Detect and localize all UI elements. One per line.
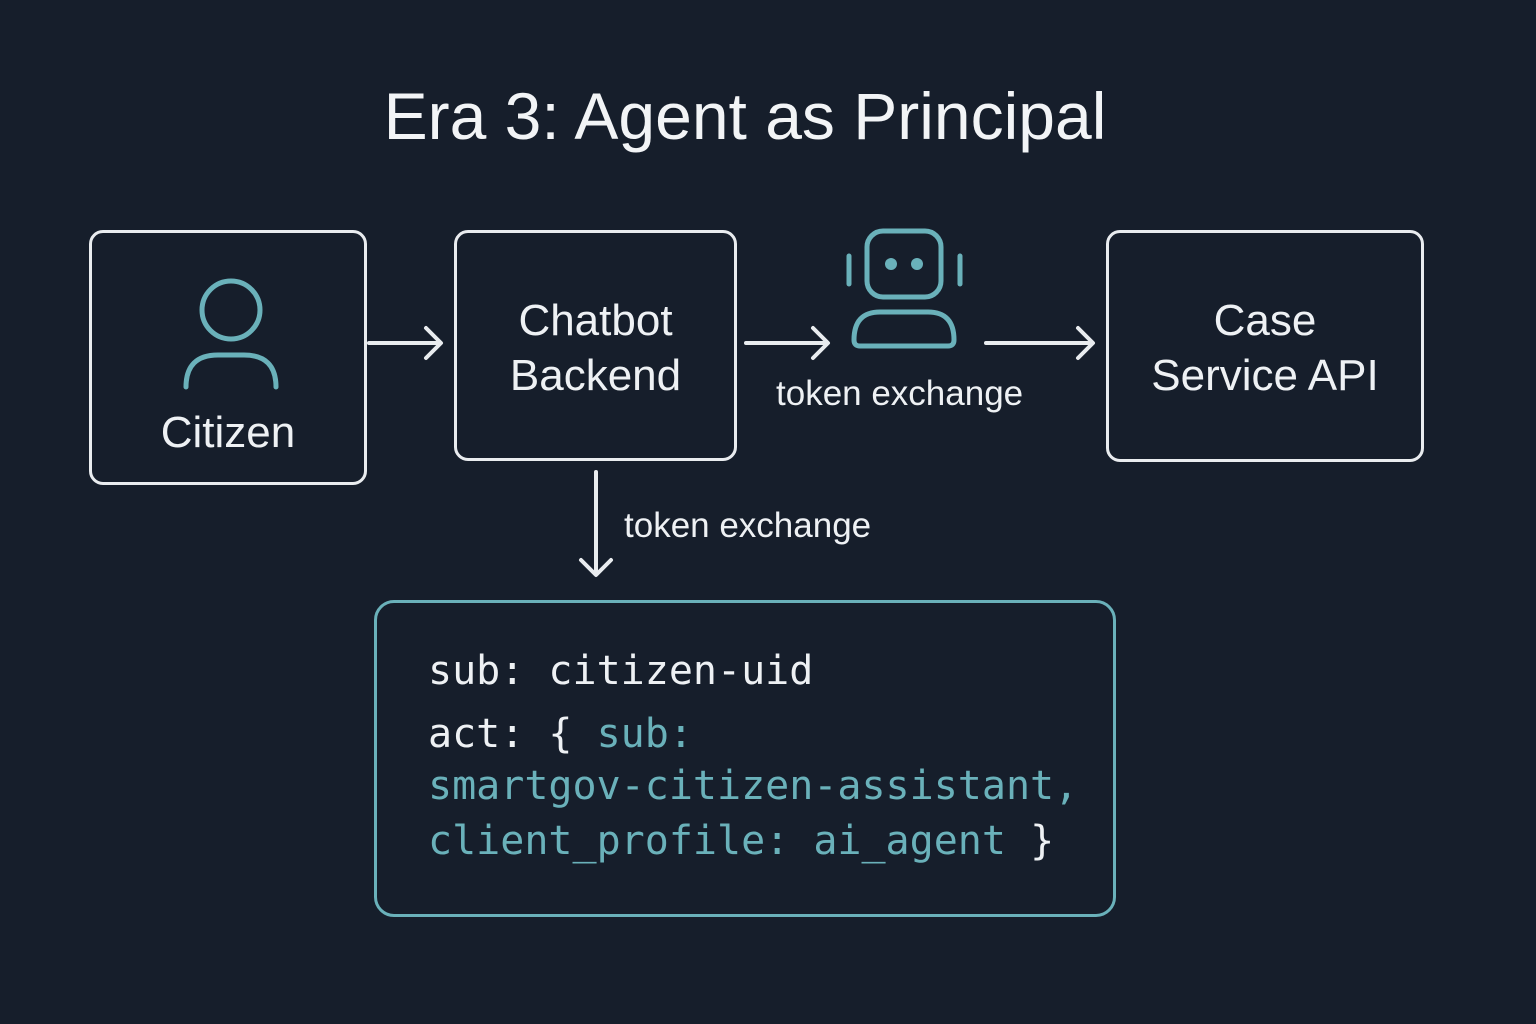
arrow-agent-to-case-service (984, 326, 1095, 360)
citizen-node: Citizen (89, 230, 367, 485)
token-claim-act: act: { sub: (428, 710, 693, 758)
token-claim-sub: sub: citizen-uid (428, 648, 814, 694)
arrow-citizen-to-chatbot (367, 326, 443, 360)
token-claims-box (374, 600, 1116, 917)
token-act-prefix: act: { (428, 711, 573, 757)
person-icon (183, 278, 279, 390)
chatbot-label-line1: Chatbot (518, 296, 673, 345)
down-token-exchange-label: token exchange (624, 506, 872, 545)
case-service-label-line2: Service API (1151, 351, 1379, 400)
token-act-sub-value: smartgov-citizen-assistant, (428, 763, 1079, 809)
arrow-chatbot-to-token (579, 470, 613, 577)
case-service-api-node: Case Service API (1106, 230, 1424, 462)
chatbot-label-line2: Backend (509, 351, 682, 400)
arrow-chatbot-to-agent (744, 326, 830, 360)
citizen-label: Citizen (160, 408, 296, 457)
token-act-client-profile: client_profile: ai_agent } (428, 817, 1054, 865)
case-service-label-line1: Case (1213, 296, 1317, 345)
chatbot-backend-node: Chatbot Backend (454, 230, 737, 461)
robot-icon (846, 228, 963, 349)
agent-token-exchange-label: token exchange (776, 374, 1024, 413)
token-act-close-brace: } (1030, 818, 1055, 864)
token-client-profile-value: client_profile: ai_agent (428, 818, 1006, 864)
diagram-title: Era 3: Agent as Principal (383, 79, 1107, 153)
token-act-sub-key: sub: (596, 711, 693, 757)
